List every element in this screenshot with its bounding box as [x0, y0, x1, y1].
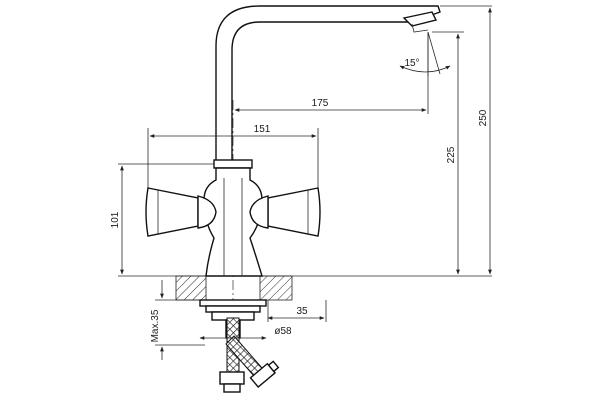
dim-spout-angle: 15°: [404, 58, 419, 69]
dim-thread-length: 35: [296, 306, 308, 317]
dim-max-mount: Max.35: [150, 309, 161, 342]
dim-spout-height: 225: [446, 146, 457, 163]
faucet-body: [203, 5, 441, 277]
right-handle: [249, 187, 321, 237]
dim-reach: 175: [312, 98, 329, 109]
dim-handle-height: 101: [110, 211, 121, 228]
countertop-section: [175, 275, 293, 301]
extension-lines: [118, 5, 492, 346]
dimension-lines: [120, 7, 492, 360]
dim-base-diameter: ø58: [274, 326, 292, 337]
flex-hoses: [219, 317, 280, 393]
dim-total-height: 250: [478, 109, 489, 126]
left-handle: [145, 187, 217, 237]
dim-handle-span: 151: [254, 124, 271, 135]
